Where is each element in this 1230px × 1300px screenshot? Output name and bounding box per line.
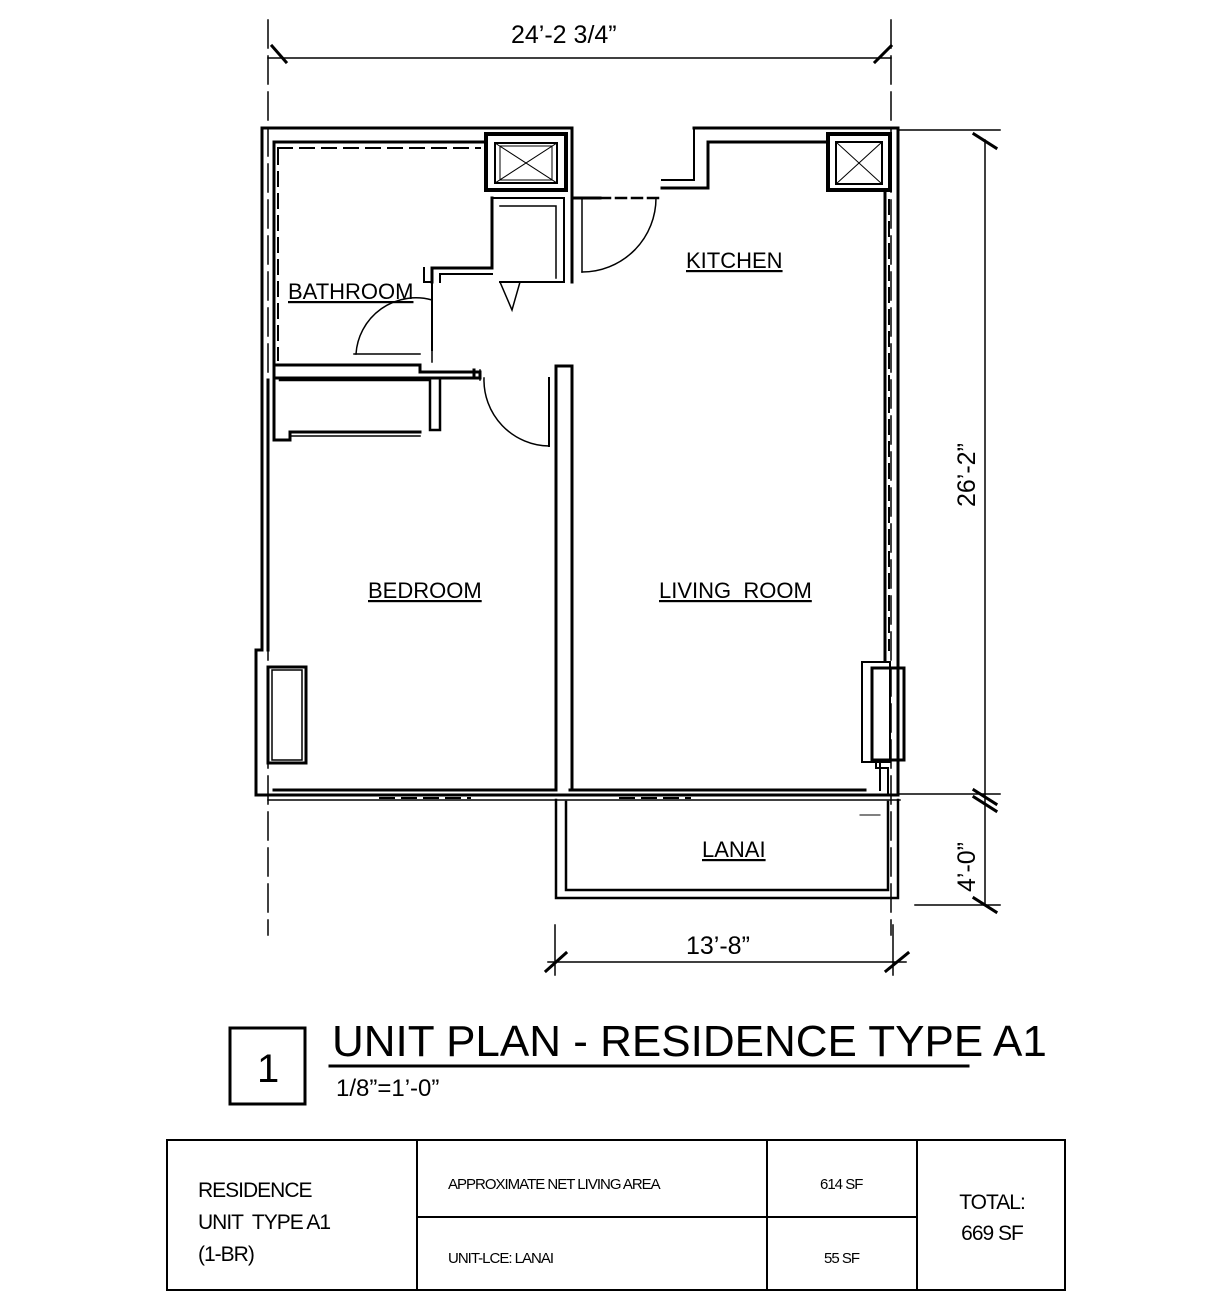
title-graphics [228, 1026, 970, 1106]
wall-hidden-lines [277, 147, 890, 799]
drawing-title: UNIT PLAN - RESIDENCE TYPE A1 [332, 1017, 1047, 1066]
unit-type-cell: RESIDENCE UNIT TYPE A1 (1-BR) [198, 1175, 408, 1275]
lanai-area-value-cell: 55 SF [824, 1243, 914, 1273]
overall-width-label: 24’-2 3/4” [511, 21, 617, 49]
total-cell: TOTAL: 669 SF [918, 1187, 1066, 1257]
area-summary-table: RESIDENCE UNIT TYPE A1 (1-BR) APPROXIMAT… [166, 1139, 1066, 1291]
net-living-area-label: APPROXIMATE NET LIVING AREA [448, 1175, 661, 1193]
net-living-area-value: 614 SF [820, 1175, 863, 1193]
lanai-depth-label: 4’-0” [953, 842, 981, 892]
doors [289, 196, 662, 447]
room-label-living-room: LIVING ROOM [659, 578, 812, 603]
unit-type-line2: UNIT TYPE A1 [198, 1211, 331, 1234]
floor-plan-drawing: 24’-2 3/4” 26’-2” 4’-0” 13’-8” BATHROOM … [228, 19, 1047, 1106]
exterior-walls [254, 126, 900, 797]
interior-walls [266, 188, 906, 796]
room-label-bathroom: BATHROOM [288, 279, 413, 304]
net-living-area-label-cell: APPROXIMATE NET LIVING AREA [448, 1169, 758, 1199]
room-label-lanai: LANAI [702, 837, 766, 862]
mechanical-shaft-right [826, 132, 892, 192]
overall-depth-label: 26’-2” [953, 443, 981, 507]
room-label-bedroom: BEDROOM [368, 578, 482, 603]
unit-type-line1: RESIDENCE [198, 1179, 313, 1202]
drawing-number: 1 [257, 1047, 279, 1091]
lanai-area-value: 55 SF [824, 1249, 860, 1267]
overall-depth-dimension [897, 129, 1001, 915]
lanai-area-label: UNIT-LCE: LANAI [448, 1249, 554, 1267]
mechanical-shaft-left [484, 132, 568, 192]
overall-width-dimension [267, 19, 894, 936]
room-label-kitchen: KITCHEN [686, 248, 783, 273]
lanai-outline [267, 798, 901, 900]
lanai-width-label: 13’-8” [686, 932, 750, 960]
drawing-scale: 1/8”=1’-0” [336, 1075, 439, 1102]
net-living-area-value-cell: 614 SF [820, 1169, 910, 1199]
table-divider [916, 1141, 918, 1291]
lanai-width-dimension [543, 924, 911, 976]
lanai-area-label-cell: UNIT-LCE: LANAI [448, 1243, 758, 1273]
unit-type-line3: (1-BR) [198, 1243, 255, 1266]
total-label: TOTAL: [959, 1191, 1026, 1214]
total-value: 669 SF [961, 1222, 1024, 1245]
table-divider [416, 1216, 916, 1218]
